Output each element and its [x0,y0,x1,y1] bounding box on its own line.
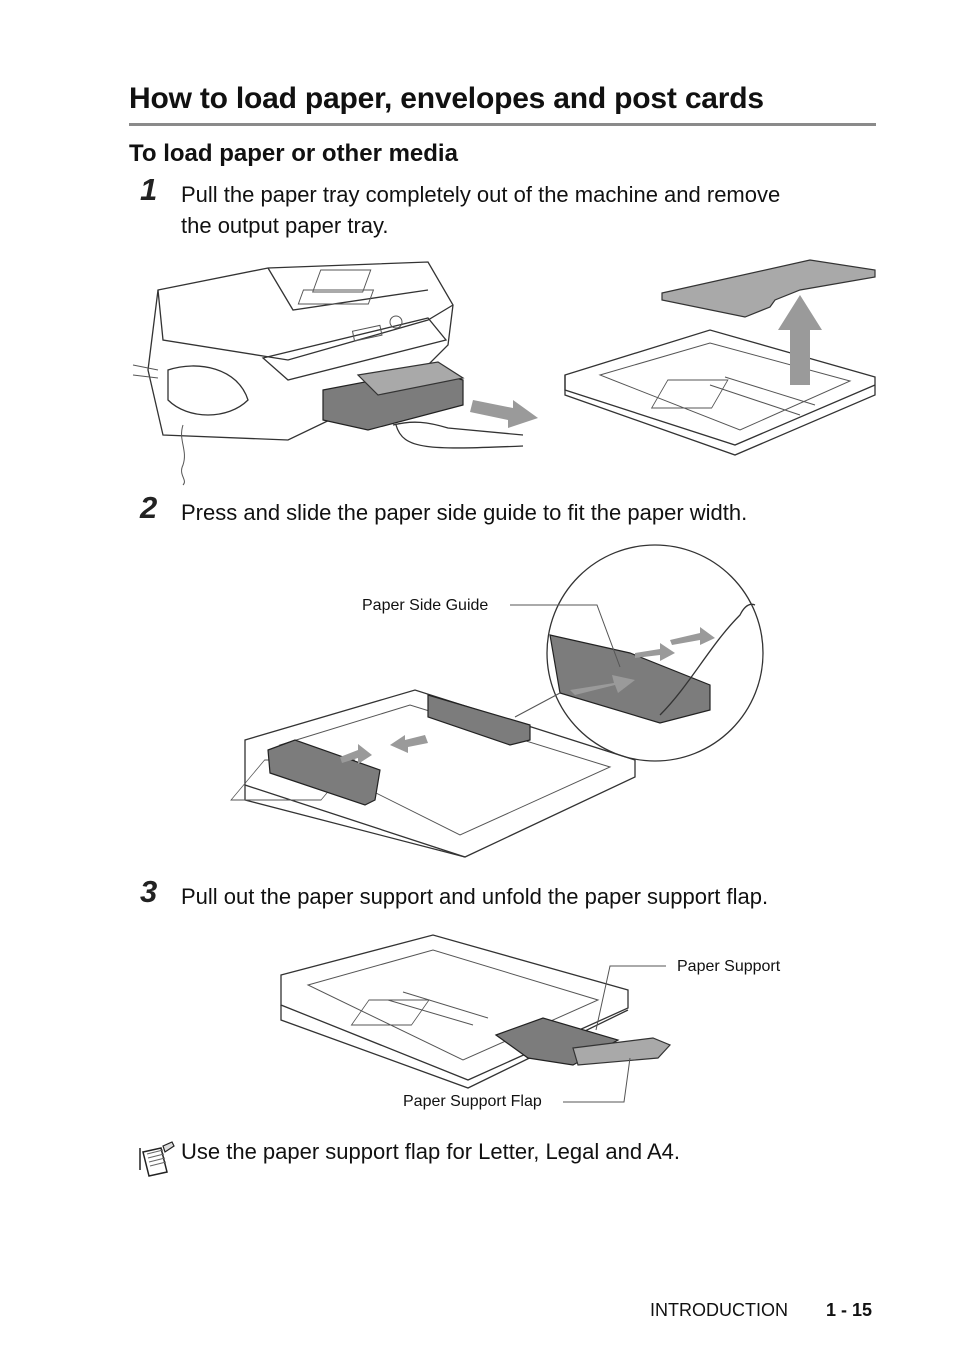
footer-section: INTRODUCTION [650,1300,788,1320]
step-1-number: 1 [140,172,158,207]
note-pad-icon [139,1141,175,1177]
step-1-line-1: Pull the paper tray completely out of th… [181,182,781,207]
footer-page-number: 1 - 15 [826,1300,873,1320]
step-1-line-2: the output paper tray. [181,213,389,238]
step-3-number: 3 [140,874,158,909]
step-2-number: 2 [140,490,158,525]
machine-tray-illustration [132,261,538,486]
note-text: Use the paper support flap for Letter, L… [181,1139,681,1164]
output-tray-illustration [564,259,876,456]
step-1-text: Pull the paper tray completely out of th… [181,179,881,241]
title-divider [129,123,876,126]
side-guide-illustration [230,544,764,858]
paper-support-illustration [280,934,672,1103]
step-2-text: Press and slide the paper side guide to … [181,500,748,525]
paper-support-label: Paper Support [677,958,781,975]
paper-side-guide-label: Paper Side Guide [362,597,489,614]
paper-support-flap-label: Paper Support Flap [403,1093,542,1110]
page-title: How to load paper, envelopes and post ca… [129,82,764,115]
section-subtitle: To load paper or other media [129,140,458,167]
step-3-text: Pull out the paper support and unfold th… [181,884,769,909]
